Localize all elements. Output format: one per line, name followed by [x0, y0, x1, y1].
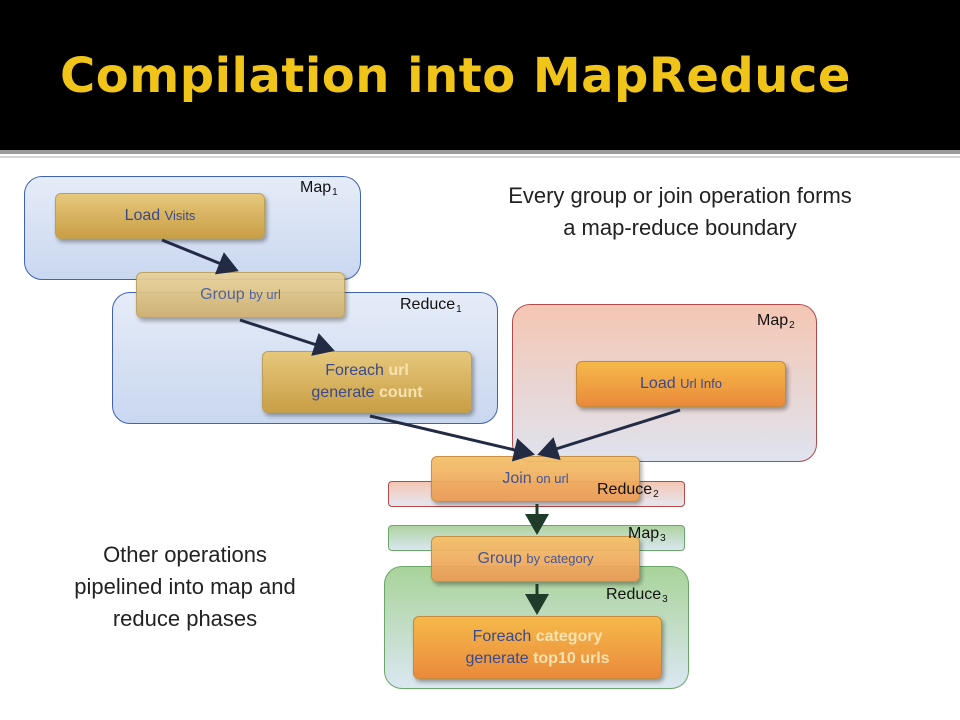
- boundary-note: Every group or join operation forms a ma…: [420, 180, 940, 244]
- group-by-url-box: Group by url: [136, 272, 345, 318]
- map3-label: Map3: [628, 525, 666, 544]
- join-on-url-box: Join on url: [431, 456, 640, 502]
- reduce3-label: Reduce3: [606, 586, 668, 605]
- boundary-note-line1: Every group or join operation forms: [508, 183, 852, 208]
- boundary-note-line2: a map-reduce boundary: [563, 215, 797, 240]
- reduce2-label: Reduce2: [597, 481, 659, 500]
- load-visits-box: Load Visits: [55, 193, 265, 239]
- pipeline-note: Other operations pipelined into map and …: [10, 539, 360, 635]
- title-bar: Compilation into MapReduce: [0, 0, 960, 150]
- foreach-category-box: Foreach category generate top10 urls: [413, 616, 662, 679]
- pipeline-note-line3: reduce phases: [112, 606, 258, 631]
- pipeline-note-line1: Other operations: [103, 542, 267, 567]
- reduce1-label: Reduce1: [400, 296, 462, 315]
- load-url-info-box: Load Url Info: [576, 361, 786, 407]
- title-rule-light: [0, 156, 960, 158]
- foreach-url-box: Foreach url generate count: [262, 351, 472, 413]
- pipeline-note-line2: pipelined into map and: [74, 574, 296, 599]
- map1-label: Map1: [300, 179, 338, 198]
- slide-title: Compilation into MapReduce: [60, 48, 851, 104]
- map2-label: Map2: [757, 312, 795, 331]
- title-rule: [0, 150, 960, 154]
- group-by-category-box: Group by category: [431, 536, 640, 582]
